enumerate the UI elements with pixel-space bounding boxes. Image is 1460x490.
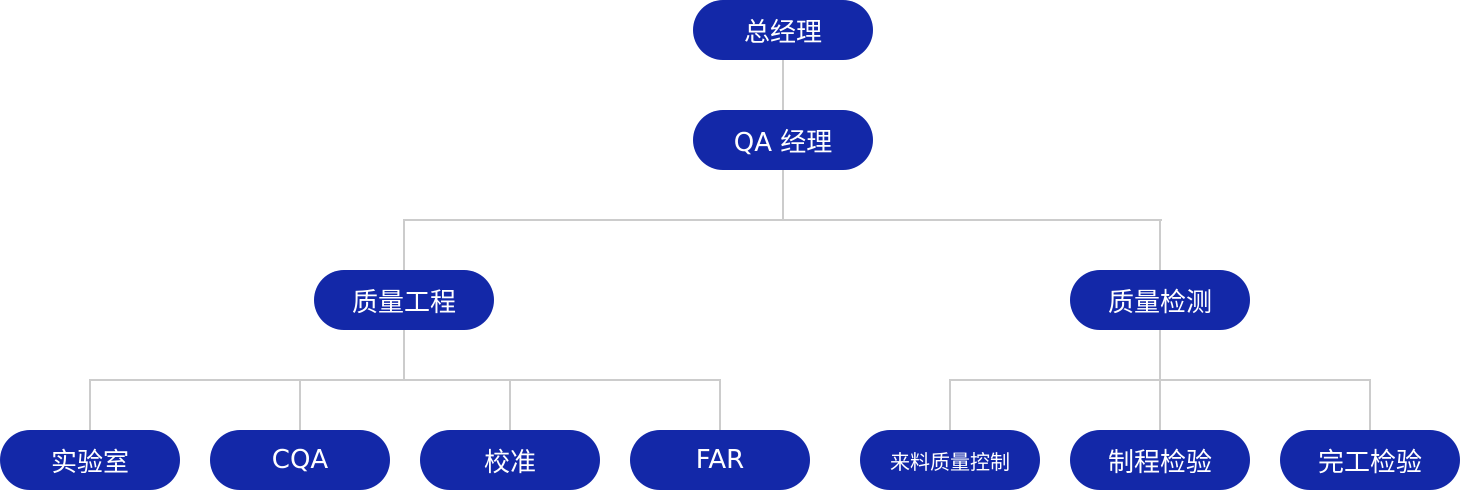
connector-to-iqc (949, 379, 951, 431)
connector-to-fqc (1369, 379, 1371, 431)
connector-ceo-qa (782, 58, 784, 110)
node-incoming-quality-control[interactable]: 来料质量控制 (860, 430, 1040, 490)
connector-qi-down (1159, 328, 1161, 380)
connector-to-cqa (299, 379, 301, 431)
connector-to-ipqc (1159, 379, 1161, 431)
connector-to-quality-engineering (403, 219, 405, 271)
node-far[interactable]: FAR (630, 430, 810, 490)
connector-to-lab (89, 379, 91, 431)
node-laboratory[interactable]: 实验室 (0, 430, 180, 490)
node-quality-engineering[interactable]: 质量工程 (314, 270, 494, 330)
connector-qe-bar (89, 379, 721, 381)
node-cqa[interactable]: CQA (210, 430, 390, 490)
connector-qa-down (782, 168, 784, 220)
node-qa-manager[interactable]: QA 经理 (693, 110, 873, 170)
connector-level2-bar (403, 219, 1162, 221)
connector-to-quality-inspection (1159, 219, 1161, 271)
node-general-manager[interactable]: 总经理 (693, 0, 873, 60)
node-calibration[interactable]: 校准 (420, 430, 600, 490)
connector-qe-down (403, 328, 405, 380)
node-final-inspection[interactable]: 完工检验 (1280, 430, 1460, 490)
connector-to-far (719, 379, 721, 431)
connector-to-calibration (509, 379, 511, 431)
node-quality-inspection[interactable]: 质量检测 (1070, 270, 1250, 330)
node-in-process-inspection[interactable]: 制程检验 (1070, 430, 1250, 490)
